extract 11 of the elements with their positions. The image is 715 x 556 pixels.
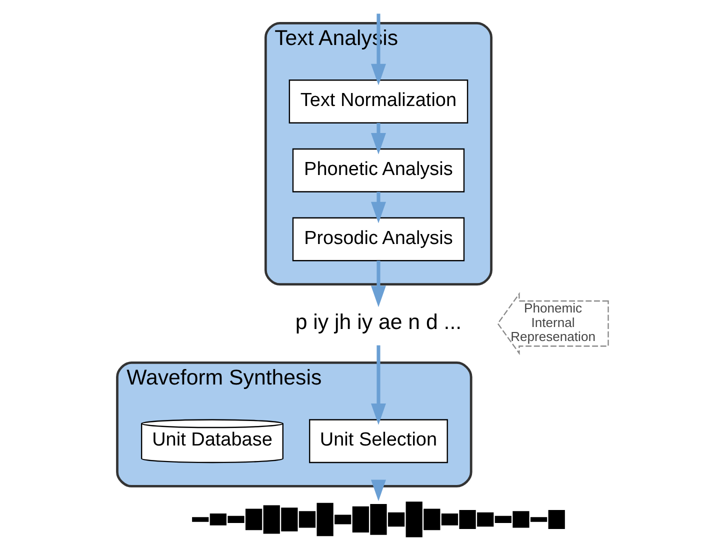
arrow: [370, 192, 386, 224]
arrow: [370, 14, 386, 86]
node-box: Unit Selection: [308, 419, 448, 464]
node-text: p iy jh iy ae n d ...: [294, 310, 462, 334]
arrow: [370, 123, 386, 154]
arrow: [370, 260, 386, 308]
arrow: [370, 345, 386, 425]
node-box: Text Normalization: [288, 80, 468, 124]
node-box: Phonetic Analysis: [292, 148, 464, 192]
node-box: Prosodic Analysis: [292, 217, 464, 262]
arrow: [370, 480, 386, 502]
